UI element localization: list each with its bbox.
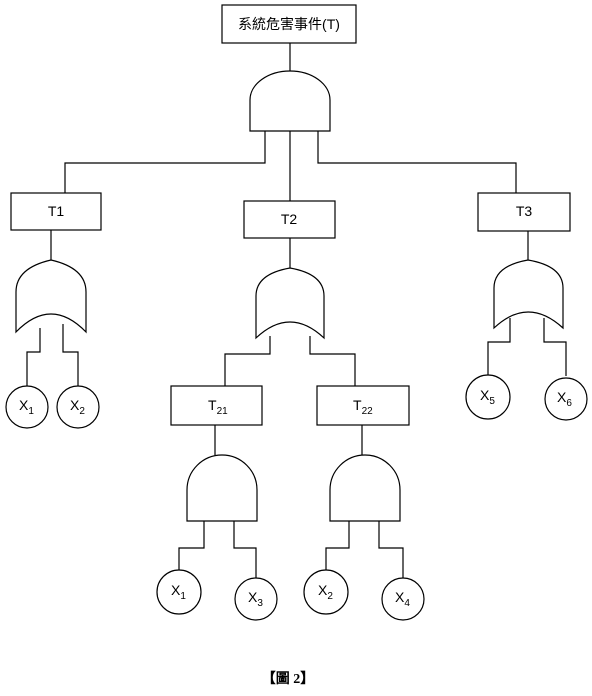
top-event-label: 系統危害事件(T) (238, 16, 340, 32)
basic-event-label: X2 (318, 582, 333, 602)
or-gate-t3 (493, 259, 564, 330)
event-box-t3: T3 (477, 192, 571, 232)
basic-event-label: X6 (557, 389, 572, 409)
event-box-t1: T1 (10, 192, 102, 231)
event-label-t3: T3 (516, 203, 533, 219)
basic-event-x5: X5 (465, 374, 511, 420)
figure-caption: 【圖 2】 (262, 670, 315, 687)
event-label-t21: T21 (208, 397, 228, 417)
basic-event-x4: X4 (381, 577, 425, 621)
connector-lines (26, 43, 567, 578)
and-gate-top (249, 70, 331, 132)
basic-event-label: X5 (480, 387, 495, 407)
basic-event-label: X3 (248, 589, 263, 609)
basic-event-label: X4 (395, 589, 410, 609)
basic-event-x3: X3 (234, 577, 278, 621)
basic-event-x1: X1 (156, 569, 202, 615)
and-gate-t21 (186, 454, 258, 522)
event-box-t2: T2 (243, 200, 336, 239)
basic-event-x1: X1 (5, 385, 49, 429)
top-event-box: 系統危害事件(T) (221, 4, 357, 44)
or-gate-t2 (255, 267, 325, 340)
basic-event-x2: X2 (303, 569, 349, 615)
basic-event-x2: X2 (56, 385, 100, 429)
basic-event-x6: X6 (544, 377, 588, 421)
event-label-t1: T1 (48, 203, 65, 219)
or-gate-t1 (15, 259, 87, 334)
basic-event-label: X1 (19, 397, 34, 417)
event-label-t2: T2 (281, 211, 298, 227)
and-gate-t22 (329, 454, 401, 522)
event-box-t22: T22 (316, 385, 410, 426)
basic-event-label: X2 (70, 397, 85, 417)
event-label-t22: T22 (353, 397, 373, 417)
basic-event-label: X1 (171, 582, 186, 602)
event-box-t21: T21 (170, 385, 263, 426)
